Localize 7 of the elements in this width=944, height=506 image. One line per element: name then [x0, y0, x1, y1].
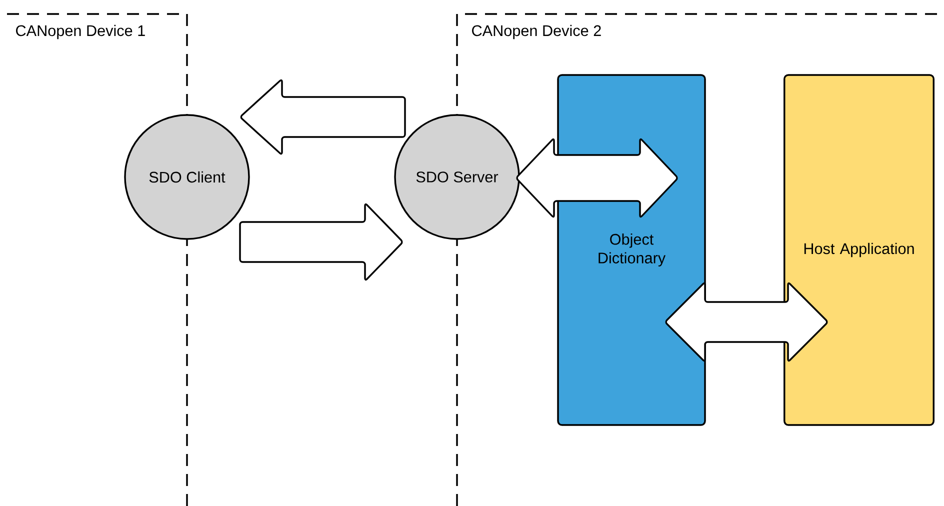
circle-node: SDO Client [124, 114, 250, 240]
block-arrow [240, 79, 406, 155]
circle-node: SDO Server [394, 114, 520, 240]
block-arrow [665, 282, 828, 362]
block-arrow [516, 138, 678, 218]
process-box: Host Application [784, 74, 935, 426]
block-arrow [239, 203, 403, 281]
